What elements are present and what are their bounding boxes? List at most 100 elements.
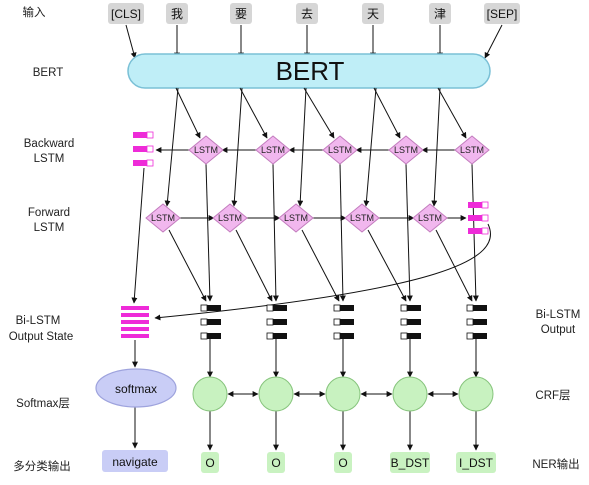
lstm-diamond-shape [388, 135, 424, 165]
stack-bar-cap [200, 318, 208, 326]
token-label: 要 [235, 7, 247, 21]
lstm-label: LSTM [194, 145, 218, 155]
stack-bar-cap [333, 304, 341, 312]
crf-node [325, 376, 361, 412]
bert-encoder-box [127, 53, 491, 89]
bert-to-backward-arrow [303, 87, 335, 139]
lstm-label: LSTM [284, 213, 308, 223]
lstm-label: LSTM [328, 145, 352, 155]
ner-output-label: B_DST [391, 456, 430, 470]
stack-bar [467, 319, 487, 325]
bert-to-forward-arrow [231, 87, 243, 207]
stack-bar-cap [333, 332, 341, 340]
bert-to-forward-arrow [363, 87, 377, 207]
bert-encoder-label: BERT [276, 56, 345, 86]
label-softmax-layer: Softmax层 [16, 397, 70, 410]
bert-to-forward-arrow [431, 87, 441, 207]
bert-to-forward-arrow [297, 87, 307, 207]
forward-to-output-arrow [367, 229, 407, 302]
token-label: 津 [434, 7, 446, 21]
lstm-nodes: LSTM LSTM LSTM LSTM LSTM LSTM LSTM LSTM LSTM LSTM [145, 135, 490, 233]
bilstm-output-stack [333, 304, 354, 340]
token-box [484, 3, 520, 24]
token-to-bert-arrows [125, 24, 503, 59]
stack-bar [334, 305, 354, 311]
token-box [230, 3, 252, 24]
stack-bar [267, 305, 287, 311]
lstm-label: LSTM [151, 213, 175, 223]
backward-lstm-cell: LSTM [322, 135, 358, 165]
token-box [362, 3, 384, 24]
forward-to-output-arrow [301, 229, 340, 302]
forward-final-state-icon [468, 201, 489, 235]
stack-bar [267, 333, 287, 339]
backward-lstm-cell: LSTM [255, 135, 291, 165]
lstm-label: LSTM [394, 145, 418, 155]
crf-node [258, 376, 294, 412]
lstm-label: LSTM [350, 213, 374, 223]
label-bilstm-state-1: Bi-LSTM [16, 315, 61, 327]
softmax-node [95, 368, 177, 408]
lstm-label: LSTM [261, 145, 285, 155]
bilstm-output-stacks [200, 304, 487, 340]
crf-node [192, 376, 228, 412]
connections [131, 87, 491, 451]
label-forward-2: LSTM [34, 222, 65, 234]
stack-bar [401, 305, 421, 311]
token-label: 天 [367, 7, 379, 21]
backward-final-state-icon [133, 131, 154, 167]
backward-to-output-arrow [205, 163, 213, 302]
lstm-diamond-shape [278, 203, 314, 233]
ner-output-box [456, 452, 496, 473]
backward-to-output-arrow [339, 163, 346, 302]
token-label: 我 [171, 7, 183, 21]
stack-bar [401, 333, 421, 339]
bilstm-output-state-icon [121, 306, 149, 338]
lstm-label: LSTM [460, 145, 484, 155]
forward-lstm-cell: LSTM [344, 203, 380, 233]
stack-bar-cap [333, 318, 341, 326]
stack-bar-cap [266, 318, 274, 326]
bert-to-backward-arrow [175, 87, 201, 139]
label-bilstm-state-2: Output State [9, 331, 74, 343]
lstm-diamond-shape [322, 135, 358, 165]
label-multiclass-output: 多分类输出 [13, 459, 71, 473]
ner-output-box [334, 452, 352, 473]
backward-to-output-arrow [272, 163, 279, 302]
lstm-diamond-shape [412, 203, 448, 233]
ner-output-box [267, 452, 285, 473]
label-bilstm-output-2: Output [541, 324, 576, 336]
stack-bar [401, 319, 421, 325]
softmax-output-box [102, 450, 168, 472]
forward-lstm-cell: LSTM [412, 203, 448, 233]
stack-bar-cap [200, 332, 208, 340]
stack-bar-cap [400, 318, 408, 326]
ner-output-box [201, 452, 219, 473]
forward-lstm-cell: LSTM [212, 203, 248, 233]
ner-output-label: O [205, 456, 214, 470]
stack-bar-cap [266, 304, 274, 312]
label-crf-layer: CRF层 [535, 389, 570, 402]
stack-bar [334, 319, 354, 325]
token-box [429, 3, 451, 24]
ner-output-label: I_DST [459, 456, 494, 470]
token-arrow [484, 24, 503, 59]
bert-to-forward-arrow [164, 87, 179, 207]
stack-bar [467, 305, 487, 311]
stack-bar-cap [400, 304, 408, 312]
label-bilstm-output-1: Bi-LSTM [536, 309, 581, 321]
softmax-label: softmax [115, 382, 157, 396]
stack-bar-cap [200, 304, 208, 312]
token-arrow [125, 24, 137, 59]
label-backward-2: LSTM [34, 153, 65, 165]
token-label: [CLS] [111, 7, 141, 21]
label-input: 输入 [23, 5, 46, 19]
lstm-diamond-shape [255, 135, 291, 165]
backward-lstm-cell: LSTM [388, 135, 424, 165]
forward-state-curve-arrow [154, 223, 491, 321]
ner-output-label: O [271, 456, 280, 470]
stack-bar [334, 333, 354, 339]
stack-bar [267, 319, 287, 325]
